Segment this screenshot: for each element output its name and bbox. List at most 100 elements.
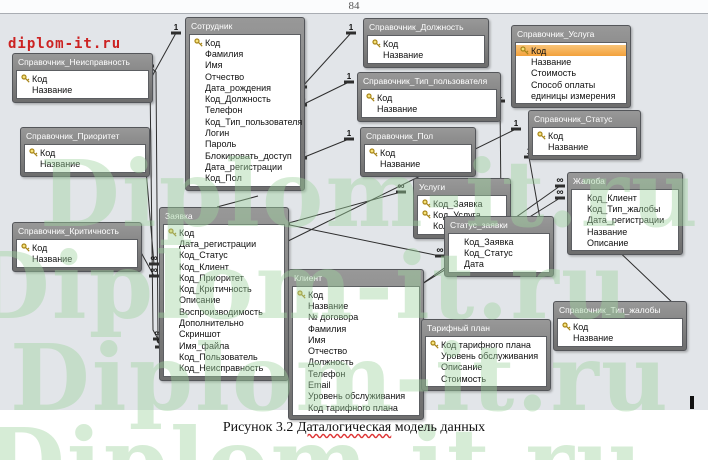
field-row[interactable]: Название xyxy=(17,84,148,95)
field-row[interactable]: Уровень обслуживания xyxy=(293,391,419,402)
field-row[interactable]: Описание xyxy=(164,295,284,306)
relationship-line[interactable] xyxy=(216,195,259,208)
scrollbar-marker[interactable] xyxy=(690,396,694,409)
field-row[interactable]: Код_Тип_жалобы xyxy=(572,203,678,214)
table-title[interactable]: Сотрудник xyxy=(191,21,233,31)
field-row[interactable]: Название xyxy=(368,49,484,60)
field-row[interactable]: Код xyxy=(558,321,682,332)
table-title[interactable]: Статус_заявки xyxy=(450,220,508,230)
field-row[interactable]: Код xyxy=(362,92,496,103)
table-title[interactable]: Справочник_Тип_жалобы xyxy=(559,305,661,315)
field-row[interactable]: Название xyxy=(516,56,626,67)
field-row[interactable]: Код xyxy=(17,73,148,84)
field-row[interactable]: Дата_регистрации xyxy=(164,238,284,249)
field-row[interactable]: единицы измерения xyxy=(516,90,626,101)
field-row[interactable]: Код xyxy=(533,130,636,141)
field-row[interactable]: № договора xyxy=(293,312,419,323)
field-row[interactable]: Фамилия xyxy=(293,323,419,334)
field-row[interactable]: Имя xyxy=(293,334,419,345)
field-row[interactable]: Стоимость xyxy=(516,68,626,79)
field-row[interactable]: Способ оплаты xyxy=(516,79,626,90)
table-title[interactable]: Тарифный план xyxy=(427,323,490,333)
table-title[interactable]: Заявка xyxy=(165,211,193,221)
field-row[interactable]: Код_Неисправность xyxy=(164,363,284,374)
field-row[interactable]: Код_Клиент xyxy=(164,261,284,272)
relationship-line[interactable] xyxy=(149,32,177,340)
field-row[interactable]: Код_Заявка xyxy=(418,198,506,209)
field-row[interactable]: Пароль xyxy=(190,139,300,150)
field-row[interactable]: Дата xyxy=(449,259,549,270)
field-row[interactable]: Код_Статус xyxy=(449,247,549,258)
table-title[interactable]: Справочник_Критичность xyxy=(18,226,119,236)
field-row[interactable]: Уровень обслуживания xyxy=(426,350,546,361)
field-row[interactable]: Название xyxy=(572,226,678,237)
field-row[interactable]: Название xyxy=(365,158,471,169)
field-row[interactable]: Код_Приоритет xyxy=(164,272,284,283)
table-title[interactable]: Справочник_Тип_пользователя xyxy=(363,76,488,86)
field-row[interactable]: Код_Клиент xyxy=(572,192,678,203)
field-row[interactable]: Должность xyxy=(293,357,419,368)
field-row[interactable]: Код_Пользователь xyxy=(164,351,284,362)
field-row[interactable]: Стоимость xyxy=(426,373,546,384)
field-row[interactable]: Скриншот xyxy=(164,329,284,340)
field-row[interactable]: Код xyxy=(25,147,145,158)
relationship-line[interactable] xyxy=(281,128,517,245)
field-row[interactable]: Код_Пол xyxy=(190,173,300,184)
table-title[interactable]: Справочник_Приоритет xyxy=(26,131,120,141)
table-title[interactable]: Жалоба xyxy=(573,176,605,186)
field-row[interactable]: Код_Тип_пользователя xyxy=(190,116,302,127)
table-title[interactable]: Справочник_Пол xyxy=(366,131,434,141)
field-row[interactable]: Отчество xyxy=(293,345,419,356)
field-row[interactable]: Код xyxy=(516,45,626,57)
relationship-line[interactable] xyxy=(301,138,350,159)
field-row[interactable]: Код xyxy=(190,37,300,48)
relationship-line[interactable] xyxy=(284,191,402,225)
field-row[interactable]: Фамилия xyxy=(190,48,300,59)
field-row[interactable]: Код xyxy=(293,289,419,300)
field-row[interactable]: Код xyxy=(164,227,284,238)
field-row[interactable]: Описание xyxy=(426,362,546,373)
field-row[interactable]: Дата_регистрации xyxy=(572,215,678,226)
field-row[interactable]: Код xyxy=(365,147,471,158)
relationship-line[interactable] xyxy=(301,32,352,88)
field-row[interactable]: Код_Статус xyxy=(164,250,284,261)
field-row[interactable]: Название xyxy=(362,103,496,114)
field-row[interactable]: Телефон xyxy=(293,368,419,379)
field-row[interactable]: Название xyxy=(533,141,636,152)
field-row[interactable]: Название xyxy=(558,332,682,343)
field-row[interactable]: Логин xyxy=(190,127,300,138)
table-title[interactable]: Справочник_Должность xyxy=(369,22,464,32)
field-row[interactable]: Код xyxy=(17,242,137,253)
table-title[interactable]: Услуги xyxy=(419,182,446,192)
table-title[interactable]: Справочник_Услуга xyxy=(517,29,595,39)
field-row[interactable]: Код_Заявка xyxy=(449,236,549,247)
field-row[interactable]: Код xyxy=(368,38,484,49)
field-row[interactable]: Имя xyxy=(190,60,300,71)
field-row[interactable]: Код тарифного плана xyxy=(426,339,546,350)
field-row[interactable]: Email xyxy=(293,379,419,390)
field-row[interactable]: Описание xyxy=(572,237,678,248)
table-title[interactable]: Клиент xyxy=(294,273,322,283)
field-row[interactable]: Название xyxy=(25,158,145,169)
field-row[interactable]: Телефон xyxy=(190,105,300,116)
relationship-line[interactable] xyxy=(301,81,350,106)
field-row[interactable]: Блокировать_доступ xyxy=(190,150,300,161)
field-row[interactable]: Воспроизводимость xyxy=(164,306,284,317)
field-row[interactable]: Код тарифного плана xyxy=(293,402,419,413)
table-title[interactable]: Справочник_Неисправность xyxy=(18,57,130,67)
field-row[interactable]: Дата_рождения xyxy=(190,82,300,93)
field-row[interactable]: Название xyxy=(17,253,137,264)
